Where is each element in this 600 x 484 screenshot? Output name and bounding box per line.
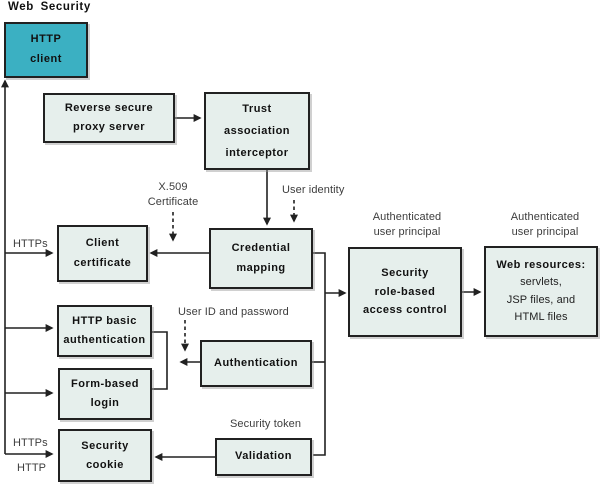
label-authenticated-user-principal-left: Authenticated user principal	[372, 211, 442, 238]
node-http-client: HTTP client	[4, 22, 88, 78]
label-http-security-cookie: HTTP	[17, 462, 47, 474]
node-reverse-secure-proxy-server: Reverse secure proxy server	[43, 93, 175, 143]
collector-line	[313, 252, 326, 456]
web-resources-heading: Web resources:	[496, 259, 586, 272]
node-trust-association-interceptor: Trust association interceptor	[204, 92, 310, 170]
node-security-role-based-access-control: Security role-based access control	[348, 247, 462, 337]
node-http-basic-authentication: HTTP basic authentication	[57, 305, 152, 357]
node-authentication: Authentication	[200, 340, 312, 387]
label-https-security-cookie: HTTPs	[13, 437, 48, 449]
node-validation: Validation	[215, 438, 312, 476]
label-security-token: Security token	[230, 418, 302, 430]
diagram-title: Web Security	[8, 1, 91, 13]
label-https-client-certificate: HTTPs	[13, 238, 48, 250]
label-authenticated-user-principal-right: Authenticated user principal	[510, 211, 580, 238]
label-user-identity: User identity	[282, 184, 345, 196]
node-web-resources: Web resources: servlets, JSP files, and …	[484, 246, 598, 337]
label-user-id-and-password: User ID and password	[178, 306, 289, 318]
node-form-based-login: Form-based login	[58, 368, 152, 420]
node-client-certificate: Client certificate	[57, 225, 148, 282]
web-resources-list: servlets, JSP files, and HTML files	[506, 276, 576, 323]
login-methods-bracket	[152, 331, 168, 390]
node-security-cookie: Security cookie	[58, 429, 152, 482]
label-x509-certificate: X.509 Certificate	[147, 181, 199, 208]
node-credential-mapping: Credential mapping	[209, 228, 313, 289]
